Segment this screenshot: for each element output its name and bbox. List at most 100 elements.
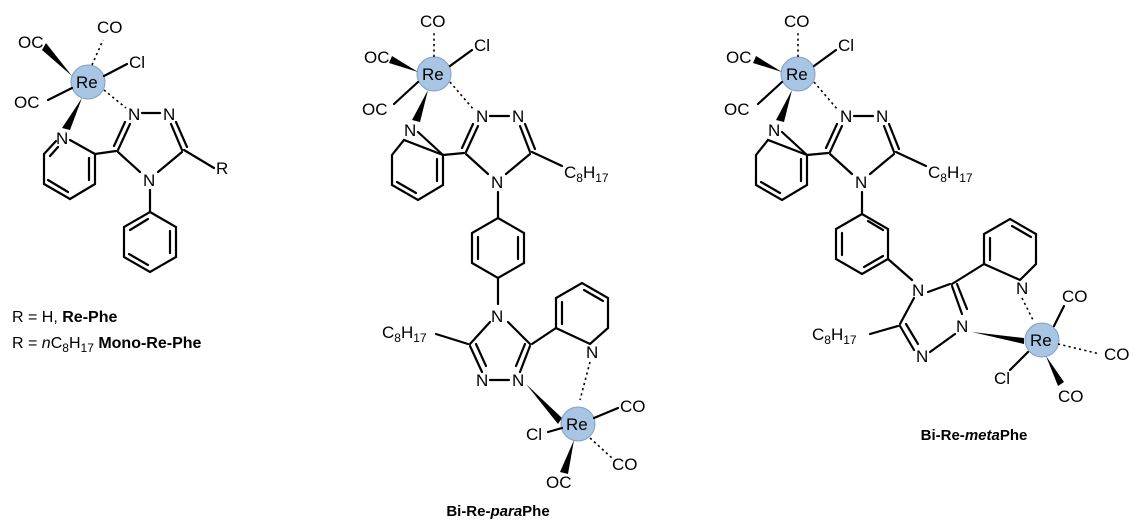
pyridine-double-top-2 [759,180,782,195]
wedge-re-npy [62,98,82,130]
bond-c3-c8h17-bottom [434,332,470,346]
triazole-n1-top: N [840,107,852,126]
bond-c3-c4 [68,182,97,201]
structure-re-phe: Re CO OC OC Cl N N N R N [14,18,228,274]
bond-re-cl [448,48,474,68]
rhenium-label-top: Re [422,65,444,84]
co-lower-right: CO [612,455,638,474]
oc-upper-left: OC [18,33,44,52]
structure-bi-re-meta-phe: Re CO OC OC Cl N N N C8H17 N [724,12,1130,406]
pyridine-double-top-2 [395,180,418,195]
pyridine-n-bottom: N [586,343,598,362]
bond-re-co-upper-right [1052,304,1066,328]
triazole-n2-top: N [512,107,524,126]
co-top: CO [784,12,810,31]
bond-n1-c5-double-top [460,122,475,150]
r-group-label: R [216,159,228,178]
bond-c5-n1-double-bottom [514,342,527,368]
bond-npy-re-bottom [579,361,591,401]
bond-re-oc-lower [392,80,420,106]
bond-c3-n2-double-bottom [955,282,969,311]
oc-bottom: OC [546,473,572,492]
bond-re-co-top [91,39,104,66]
bond-py-triazole-top [441,151,466,157]
rhenium-atom-highlight [70,64,106,100]
bond-n1-c5-top [828,124,844,154]
chlorine-label-top: Cl [474,36,490,55]
wedge-re-co-bottom [1046,356,1064,386]
oc-lower-left: OC [724,100,750,119]
phenyl-double-3 [128,217,150,232]
bond-c6-npy-double [48,145,60,158]
phenylene-ring [470,216,526,280]
triazole-n4: N [143,171,155,190]
rhenium-label-bottom: Re [1030,331,1052,350]
co-bottom: CO [1058,387,1084,406]
pyridine-n-bottom: N [1016,279,1028,298]
bond-c5-n4-top [828,152,854,176]
bond-c3-n2-bottom [950,284,964,316]
phenylene-double-2 [862,254,885,269]
octyl-label-bottom: C8H17 [382,323,427,345]
bond-npy-c2-top [780,130,809,157]
bond-n1-c5-top [464,124,480,154]
bond-c3-n2-bottom [468,344,484,374]
octyl-label-bottom: C8H17 [812,325,857,347]
bond-n2-c3-double-top [523,122,537,151]
bond-c3-n2-double-bottom [474,342,488,368]
bond-triazole-py-bottom [950,262,986,286]
bond-n2-c3-double [174,120,189,149]
oc-lower-left: OC [14,93,40,112]
bond-phenylene-n4-bottom [886,257,914,282]
bond-c5-n1-bottom [518,344,532,374]
co-right: CO [620,397,646,416]
bond-py-triazole-top [805,151,830,157]
bond-npy-c2 [68,138,97,156]
caption-bi-re-meta-phe: Bi-Re-metaPhe [921,427,1028,444]
legend-line-2: R = nC8H17 Mono-Re-Phe [12,335,202,355]
bond-re-cl-bottom [546,426,564,434]
oc-lower-left: OC [362,100,388,119]
triazole-n1-bottom: N [512,371,524,390]
bond-c6-npy [42,139,58,156]
bond-re-ntriazole [103,89,127,109]
rhenium-label: Re [76,73,98,92]
wedge-n-re-bottom [526,384,562,424]
bond-c3-n4 [156,150,184,174]
wedge-re-npy [776,90,792,122]
bond-c5-n4-top [464,152,490,176]
bond-n4-c5-bottom [506,320,532,346]
bond-re-co-lower-right [589,437,613,459]
chlorine-label: Cl [129,53,145,72]
co-upper-right: CO [1062,287,1088,306]
bond-re-cl [102,62,129,78]
bond-re-ntriazole [449,81,475,111]
caption-bi-re-para-phe: Bi-Re-paraPhe [446,503,549,520]
bond-re-co-right [1057,343,1101,355]
legend-line-1: R = H, Re-Phe [12,309,117,326]
oc-upper-left: OC [726,48,752,67]
rhenium-label-top: Re [786,65,808,84]
bond-n4-c3-bottom [468,320,492,346]
bond-n4-c5-bottom [898,296,916,326]
chlorine-label-top: Cl [838,36,854,55]
bond-re-oc-lower [756,80,784,106]
pyridine-double-bottom-2 [582,288,605,303]
bond-re-ntriazole [813,81,839,111]
bond-re-oc-lower [46,86,74,102]
bond-n2-c3 [169,122,184,152]
triazole-n2: N [163,105,175,124]
triazole-n4-bottom: N [491,307,503,326]
chlorine-label-bottom: Cl [994,369,1010,388]
triazole-n1: N [128,105,140,124]
bond-n2-c3-top [518,124,532,154]
wedge-re-oc-upper [42,43,72,76]
oc-upper-left: OC [364,48,390,67]
phenylene-ring [834,212,890,276]
pyridine-ring-top [754,138,809,202]
bond-npy-c2-top [416,130,445,157]
wedge-re-oc [389,56,418,72]
wedge-re-npy [412,90,428,122]
pyridine-n-top: N [768,121,780,140]
